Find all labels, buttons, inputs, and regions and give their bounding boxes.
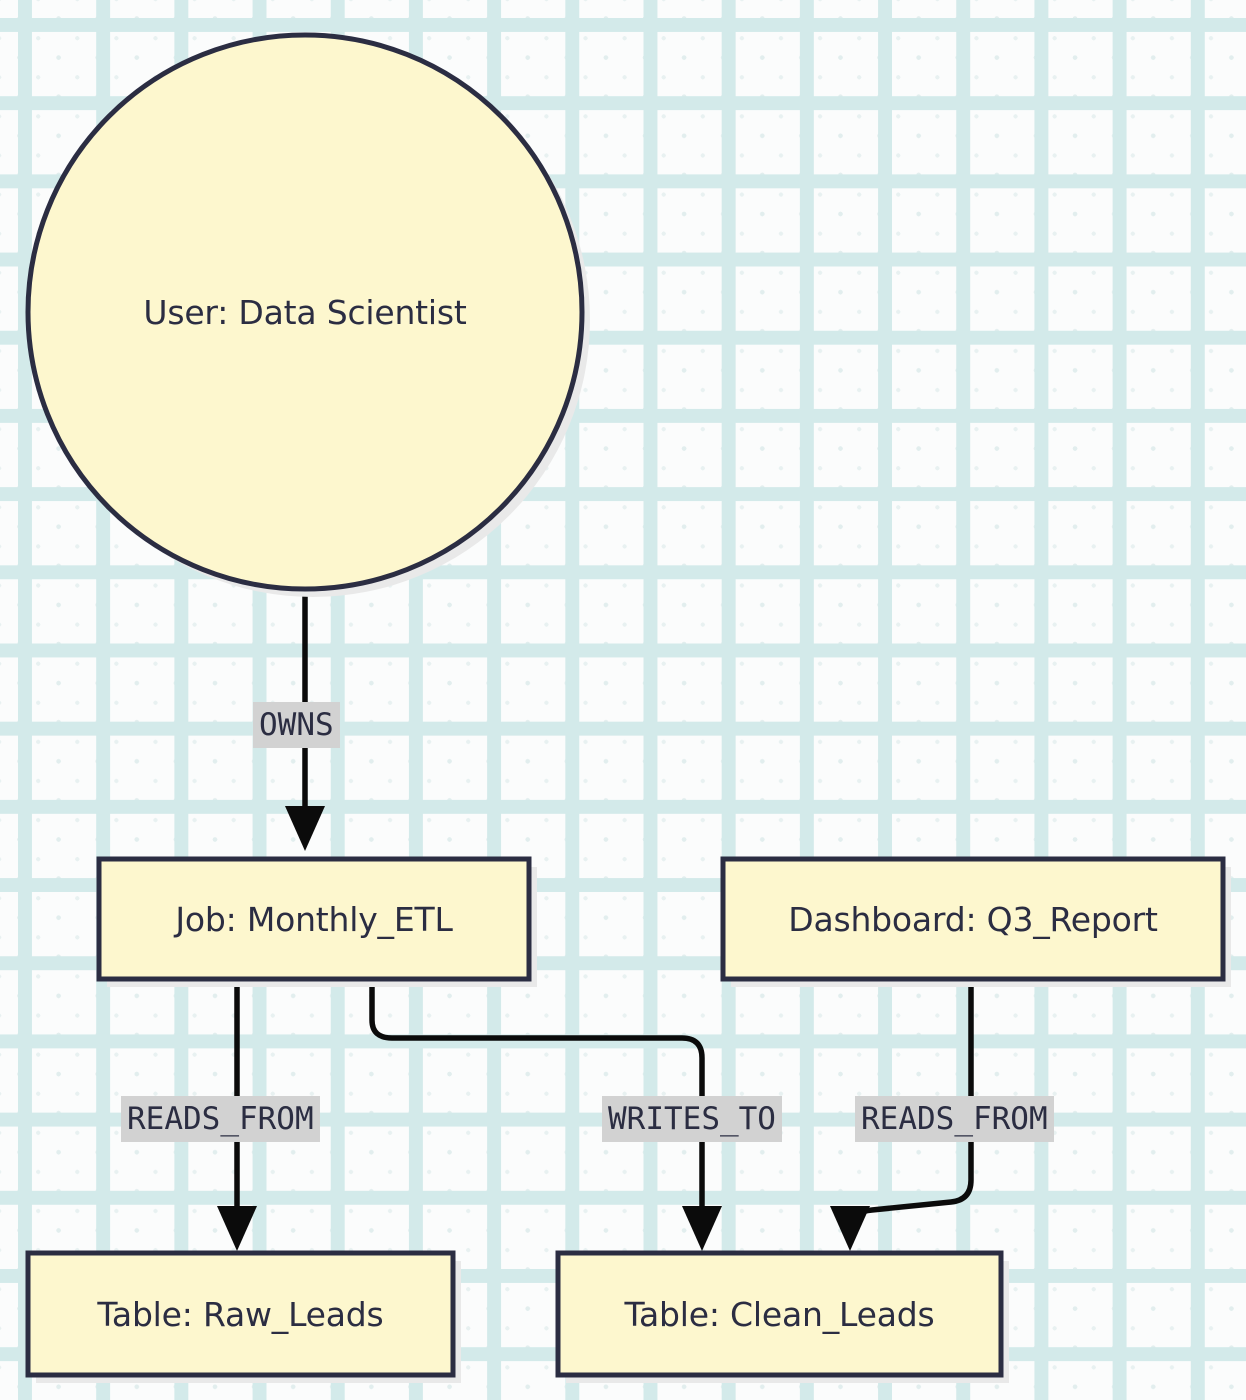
edge-label-owns: OWNS xyxy=(253,702,340,748)
node-clean-leads[interactable] xyxy=(555,1250,1009,1383)
node-dashboard[interactable] xyxy=(720,856,1231,987)
node-raw-leads[interactable] xyxy=(25,1250,461,1383)
edge-label-reads-from-clean: READS_FROM xyxy=(855,1096,1054,1142)
edge-label-reads-from-raw: READS_FROM xyxy=(121,1096,320,1142)
node-job[interactable] xyxy=(96,856,537,987)
edge-label-writes-to: WRITES_TO xyxy=(602,1096,782,1142)
edge-reads-from-clean xyxy=(830,978,974,1251)
node-user[interactable] xyxy=(25,32,590,597)
edge-writes-to-clean xyxy=(369,978,722,1251)
